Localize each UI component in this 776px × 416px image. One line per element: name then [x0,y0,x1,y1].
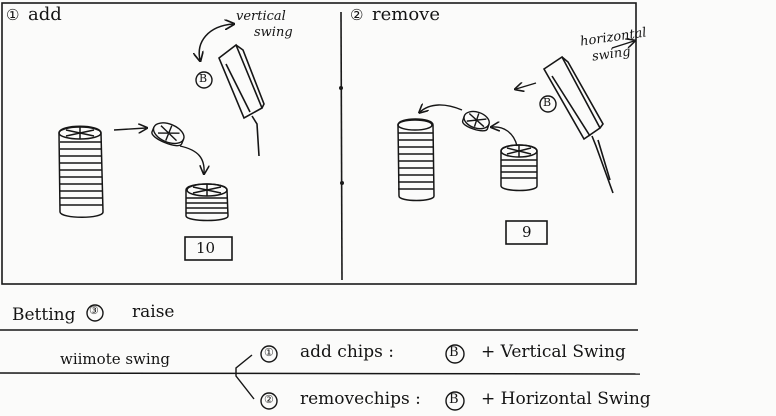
raise-label: raise [132,302,175,322]
arrow-stack-to-chip [113,128,146,130]
row2-text: removechips : [300,389,421,409]
b-button-label-left: B [199,72,208,85]
row1-tail: + Vertical Swing [481,342,626,362]
single-chip-right [462,110,490,132]
betting-label: Betting [12,305,76,325]
wiimote-swing-label: wiimote swing [60,350,170,368]
row2-btn-circle [445,391,465,411]
row1-number: ① [264,346,274,359]
underline-row1 [0,372,641,375]
row1-circle [260,345,278,363]
count-left: 10 [196,239,216,257]
arrow-swing-right [611,41,634,49]
step3-number: ③ [89,304,99,317]
step-number-add: ① [6,6,20,24]
arrow-stack-to-chip-right [492,127,518,147]
chip-stack-large-left [58,125,104,218]
row1-button: B [449,345,459,360]
arrow-swing-left [516,83,537,89]
chip-stack-large-right [397,118,435,202]
divider-dot [339,86,343,90]
count-box-left [184,236,233,261]
b-button-label-right: B [543,96,552,109]
frame-border [1,2,637,285]
arrow-vertical-swing [199,24,233,60]
panel-title-add: add [28,4,62,25]
wiimote-vertical [218,43,265,157]
bracket [235,354,255,400]
wiimote-horizontal [542,55,614,194]
panel-divider [340,11,343,281]
swing-label-vertical-line2: swing [254,25,293,40]
count-box-right [505,220,548,245]
row1-btn-circle [445,344,465,364]
b-button-circle-right [539,95,557,113]
row2-number: ② [264,393,274,406]
swing-label-vertical-line1: vertical [236,9,286,24]
count-right: 9 [522,223,532,241]
row2-tail: + Horizontal Swing [481,389,651,409]
arrow-chip-to-stack [179,145,204,173]
step-number-remove: ② [350,6,364,24]
single-chip-left [151,122,185,147]
row2-button: B [449,392,459,407]
chip-stack-small-right [500,144,538,192]
row2-circle [260,392,278,410]
arrow-chip-to-large-stack [420,105,463,112]
step3-circle [86,304,104,322]
panel-title-remove: remove [372,4,440,25]
row1-text: add chips : [300,342,394,362]
divider-dot [340,181,344,185]
chip-stack-small-left [185,183,229,222]
b-button-circle-left [195,71,213,89]
